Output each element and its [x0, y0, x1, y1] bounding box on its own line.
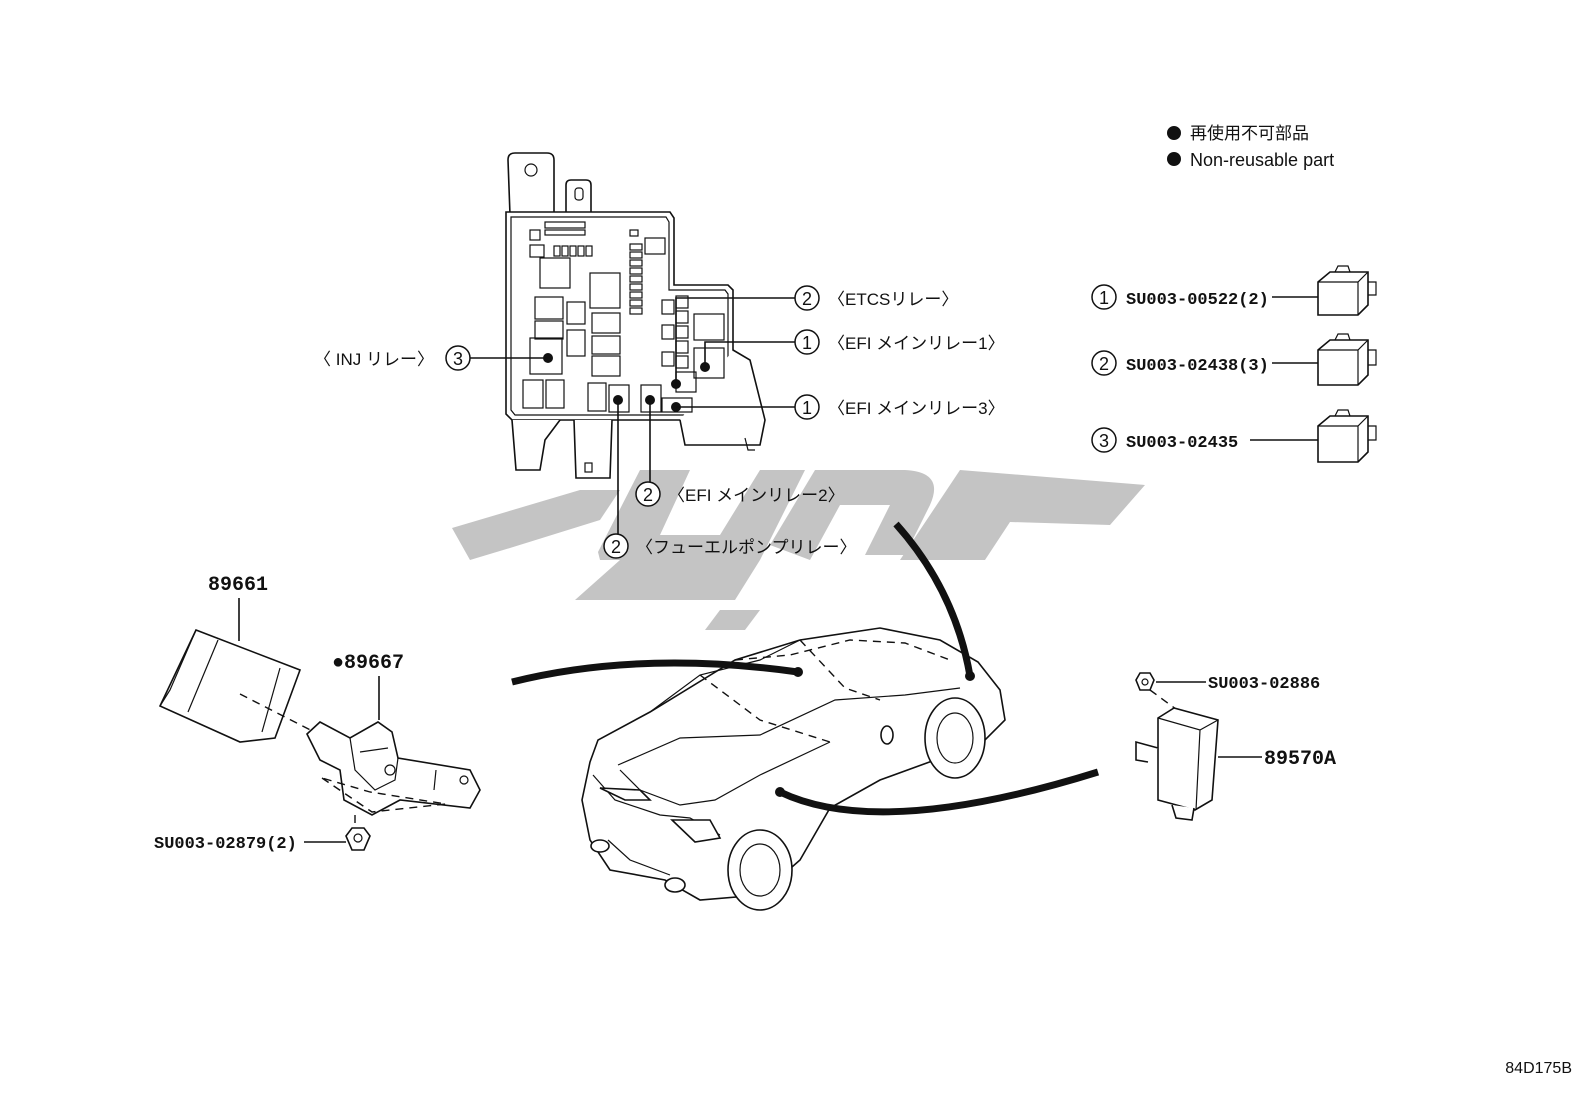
svg-text:1: 1 — [802, 398, 812, 418]
relay-1-icon — [1317, 265, 1377, 316]
bracket-89667-icon — [306, 721, 481, 816]
svg-text:2: 2 — [611, 537, 621, 557]
svg-text:2: 2 — [1099, 354, 1109, 374]
part-89661-label: 89661 — [208, 574, 268, 597]
nut-icon — [345, 827, 371, 851]
label-inj-relay: 〈 INJ リレー〉 — [314, 350, 434, 369]
legend: 再使用不可部品 Non-reusable part — [1167, 123, 1334, 170]
relay-part-2: 2 SU003-02438(3) — [1091, 333, 1377, 386]
part-su003-02886-label: SU003-02886 — [1208, 675, 1320, 694]
callout-fuel-pump: 2 〈フューエルポンプリレー〉 — [603, 533, 857, 559]
label-etcs-relay: 〈ETCSリレー〉 — [828, 290, 958, 309]
non-reusable-bullet-icon — [1167, 126, 1181, 140]
svg-text:1: 1 — [802, 333, 812, 353]
label-efi-main-relay-2: 〈EFI メインリレー2〉 — [668, 486, 845, 505]
label-efi-main-relay-1: 〈EFI メインリレー1〉 — [828, 334, 1005, 353]
relay-part-3: 3 SU003-02435 — [1091, 409, 1377, 463]
location-pointers — [511, 521, 1100, 816]
callout-etcs: 2 〈ETCSリレー〉 — [794, 285, 958, 311]
callout-inj: 3 〈 INJ リレー〉 — [314, 345, 471, 371]
svg-text:3: 3 — [453, 349, 463, 369]
legend-text-en: Non-reusable part — [1190, 150, 1334, 170]
callout-efi-main-2: 2 〈EFI メインリレー2〉 — [635, 481, 845, 507]
relay-3-icon — [1317, 409, 1377, 463]
svg-text:1: 1 — [1099, 288, 1109, 308]
label-efi-main-relay-3: 〈EFI メインリレー3〉 — [828, 399, 1005, 418]
non-reusable-bullet-icon — [1167, 152, 1181, 166]
label-fuel-pump-relay: 〈フューエルポンプリレー〉 — [636, 538, 857, 557]
callout-efi-main-3: 1 〈EFI メインリレー3〉 — [794, 394, 1005, 420]
relay-box-drawing — [505, 152, 766, 479]
part-89667-label: ●89667 — [332, 652, 404, 675]
nut-icon — [1135, 672, 1155, 691]
ecu-89661-icon — [158, 628, 302, 743]
svg-text:2: 2 — [643, 485, 653, 505]
relay-leader-lines — [470, 297, 795, 544]
relay-part-1: 1 SU003-00522(2) — [1091, 265, 1377, 316]
diagram-code: 84D175B — [1505, 1060, 1572, 1077]
module-assembly: SU003-02886 89570A — [1135, 672, 1336, 821]
callout-efi-main-1: 1 〈EFI メインリレー1〉 — [794, 329, 1005, 355]
legend-text-ja: 再使用不可部品 — [1190, 123, 1309, 143]
ecu-assembly: 89661 ●89667 SU003-02879(2) — [154, 574, 481, 854]
relay-part-3-number: SU003-02435 — [1126, 434, 1238, 453]
relay-part-2-number: SU003-02438(3) — [1126, 357, 1269, 376]
module-89570a-icon — [1135, 707, 1219, 821]
relay-2-icon — [1317, 333, 1377, 386]
svg-text:2: 2 — [802, 289, 812, 309]
car-illustration — [581, 627, 1006, 911]
part-su003-02879-label: SU003-02879(2) — [154, 835, 297, 854]
relay-part-1-number: SU003-00522(2) — [1126, 291, 1269, 310]
part-89570a-label: 89570A — [1264, 748, 1336, 771]
svg-text:3: 3 — [1099, 431, 1109, 451]
